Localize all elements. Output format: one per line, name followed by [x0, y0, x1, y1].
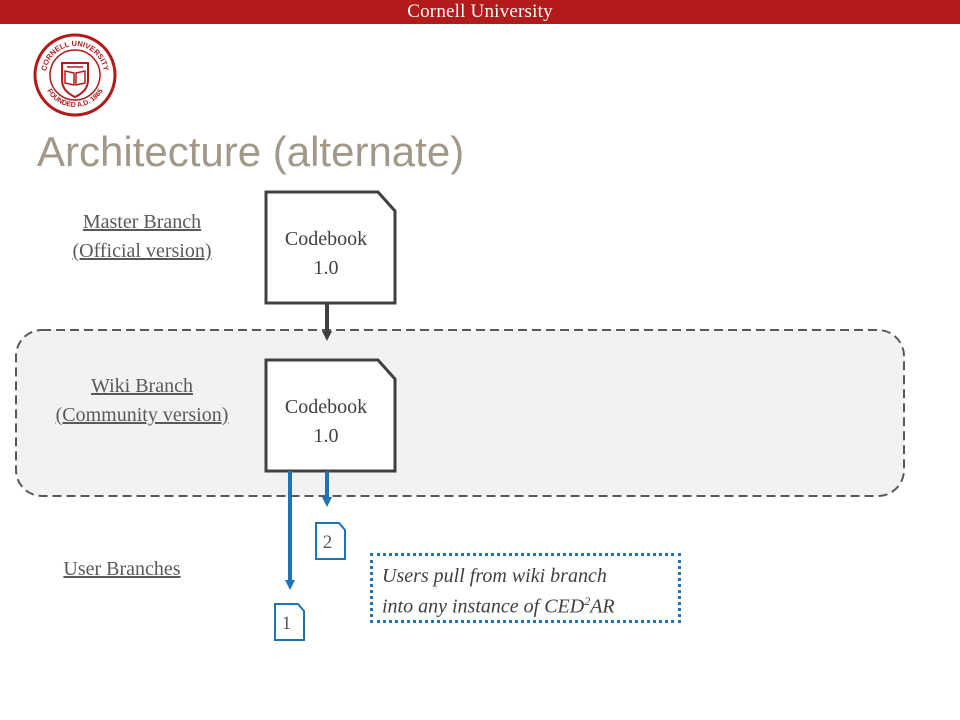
wiki-branch-label-subtitle: (Community version): [55, 404, 229, 426]
pull-note-callout: Users pull from wiki branch into any ins…: [370, 553, 681, 623]
master-codebook-text: Codebook 1.0: [266, 225, 386, 283]
wiki-branch-label: Wiki Branch (Community version): [22, 372, 262, 430]
user-document-2: [315, 522, 346, 560]
master-branch-label: Master Branch (Official version): [42, 208, 242, 266]
pull-note-line1: Users pull from wiki branch: [382, 565, 607, 587]
user-branches-label: User Branches: [63, 558, 181, 580]
wiki-codebook-version: 1.0: [313, 425, 339, 447]
master-branch-label-title: Master Branch: [82, 211, 202, 233]
wiki-codebook-text: Codebook 1.0: [266, 393, 386, 451]
master-codebook-name: Codebook: [284, 228, 368, 250]
master-codebook-version: 1.0: [313, 257, 339, 279]
wiki-codebook-name: Codebook: [284, 396, 368, 418]
master-codebook-document: [264, 190, 397, 305]
cornell-seal-icon: CORNELL UNIVERSITY FOUNDED A.D. 1865: [33, 33, 117, 117]
wiki-codebook-document: [264, 358, 397, 473]
wiki-branch-label-title: Wiki Branch: [91, 375, 193, 397]
page-title: Architecture (alternate): [37, 128, 465, 175]
header-banner: [0, 0, 960, 24]
university-wordmark: Cornell University: [407, 1, 553, 22]
user-document-1: [274, 603, 305, 641]
pull-note-line2: into any instance of CED2AR: [382, 594, 615, 618]
user-document-1-label: 1: [281, 613, 292, 634]
master-branch-label-subtitle: (Official version): [72, 240, 212, 262]
user-document-2-label: 2: [322, 532, 333, 553]
wiki-branch-region: [15, 329, 905, 497]
